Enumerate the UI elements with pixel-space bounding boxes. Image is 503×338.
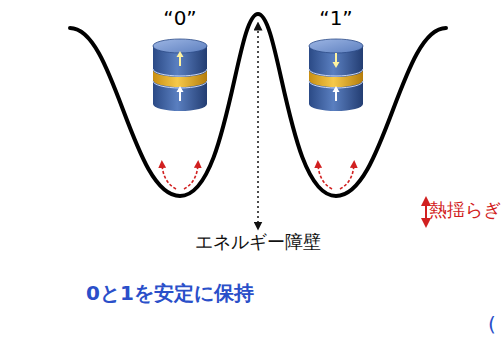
state-label-wrap: “0” bbox=[163, 6, 196, 30]
barrier-label: エネルギー障壁 bbox=[195, 231, 321, 253]
thermal-label: 熱揺らぎ bbox=[429, 199, 501, 221]
state-label: “0” bbox=[163, 6, 196, 30]
bracket-mark: ( bbox=[488, 312, 496, 336]
thermal-arcs bbox=[162, 164, 354, 189]
thermal-label-wrap: 熱揺らぎ bbox=[429, 199, 501, 221]
state-label-wrap: “1” bbox=[319, 6, 352, 30]
thermal-icon bbox=[425, 201, 427, 223]
caption-note-wrap: 0と1を安定に保持 bbox=[86, 281, 254, 305]
mtj-cylinder bbox=[153, 39, 207, 111]
caption-note: 0と1を安定に保持 bbox=[86, 281, 254, 305]
barrier-arrow bbox=[257, 26, 259, 226]
state-label: “1” bbox=[319, 6, 352, 30]
mtj-cylinder bbox=[309, 39, 363, 111]
bracket-mark-wrap: ( bbox=[488, 312, 496, 336]
barrier-label-wrap: エネルギー障壁 bbox=[195, 231, 321, 253]
